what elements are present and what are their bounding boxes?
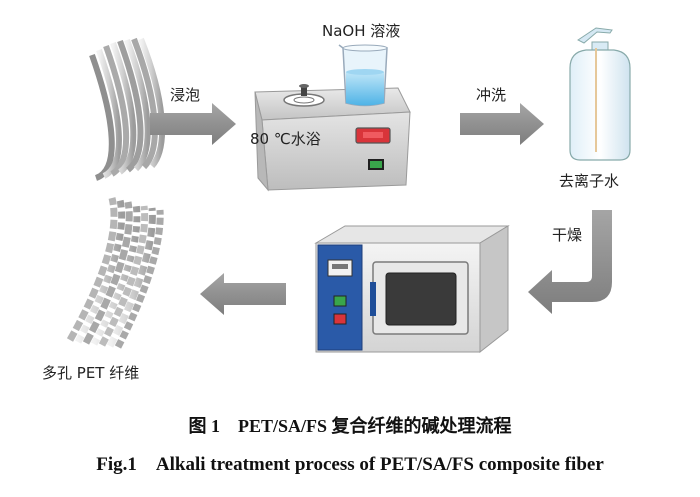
deionized-water-label: 去离子水: [559, 172, 620, 190]
naoh-solution-label: NaOH 溶液: [322, 22, 401, 40]
soak-label: 浸泡: [170, 86, 201, 104]
fiber-bundle-icon: [89, 37, 166, 181]
porous-fiber-icon: [66, 197, 164, 349]
arrow-dry-icon: [528, 210, 612, 314]
arrow-soak-icon: [150, 103, 236, 145]
caption-english: Fig.1 Alkali treatment process of PET/SA…: [96, 454, 604, 475]
drying-oven-icon: [314, 225, 510, 354]
water-bath-icon: [254, 44, 411, 192]
arrow-rinse-icon: [460, 103, 544, 145]
caption-chinese: 图 1 PET/SA/FS 复合纤维的碱处理流程: [188, 416, 512, 436]
water-bath-label: 80 ℃水浴: [250, 130, 321, 148]
porous-fiber-label: 多孔 PET 纤维: [42, 364, 140, 382]
dry-label: 干燥: [552, 226, 583, 244]
wash-bottle-icon: [569, 27, 631, 161]
rinse-label: 冲洗: [476, 86, 507, 104]
arrow-to-porous-icon: [200, 273, 286, 315]
